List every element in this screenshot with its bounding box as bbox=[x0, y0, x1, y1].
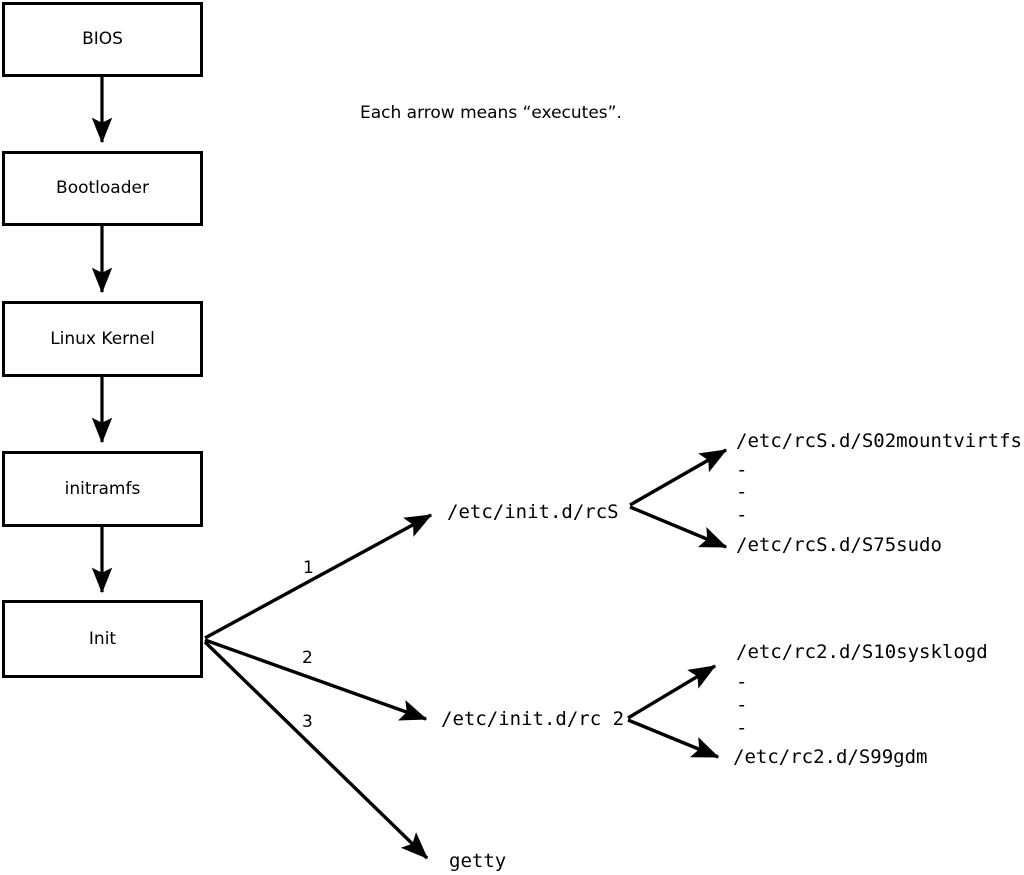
rcs-script-first[interactable]: /etc/rcS.d/S02mountvirtfs bbox=[736, 430, 1022, 452]
node-initramfs[interactable]: initramfs bbox=[2, 451, 203, 527]
node-linux-kernel-label: Linux Kernel bbox=[50, 328, 155, 349]
arrow-init-to-rcs bbox=[204, 513, 433, 640]
arrow-rcs-to-first-script bbox=[629, 448, 728, 507]
target-rcs-label[interactable]: /etc/init.d/rcS bbox=[447, 501, 619, 523]
arrow-init-to-rc2 bbox=[204, 638, 428, 721]
node-bios-label: BIOS bbox=[82, 29, 123, 49]
branch-number-3: 3 bbox=[302, 712, 313, 732]
target-rc2-label[interactable]: /etc/init.d/rc 2 bbox=[441, 708, 625, 730]
rc2-ellipsis-dash-3: - bbox=[736, 717, 748, 739]
node-init[interactable]: Init bbox=[2, 600, 203, 678]
arrow-rcs-to-last-script bbox=[629, 505, 728, 549]
node-init-label: Init bbox=[88, 628, 117, 649]
rc2-script-first[interactable]: /etc/rc2.d/S10sysklogd bbox=[736, 641, 988, 663]
arrow-rc2-to-last-script bbox=[627, 718, 720, 759]
node-initramfs-label: initramfs bbox=[64, 478, 141, 499]
branch-number-2: 2 bbox=[302, 648, 313, 668]
node-linux-kernel[interactable]: Linux Kernel bbox=[2, 301, 203, 377]
arrow-init-to-getty bbox=[203, 640, 429, 860]
node-bios[interactable]: BIOS bbox=[2, 2, 203, 77]
branch-number-1: 1 bbox=[303, 558, 314, 578]
arrow-rc2-to-first-script bbox=[627, 664, 717, 720]
rc2-ellipsis-dash-2: - bbox=[736, 694, 748, 716]
legend-note: Each arrow means “executes”. bbox=[360, 103, 622, 123]
node-bootloader-label: Bootloader bbox=[56, 178, 149, 198]
rcs-ellipsis-dash-1: - bbox=[736, 459, 748, 481]
rcs-ellipsis-dash-3: - bbox=[736, 504, 748, 526]
rcs-script-last[interactable]: /etc/rcS.d/S75sudo bbox=[736, 534, 942, 556]
rcs-ellipsis-dash-2: - bbox=[736, 481, 748, 503]
rc2-script-last[interactable]: /etc/rc2.d/S99gdm bbox=[733, 746, 928, 768]
node-bootloader[interactable]: Bootloader bbox=[2, 151, 203, 226]
target-getty-label[interactable]: getty bbox=[449, 850, 507, 872]
rc2-ellipsis-dash-1: - bbox=[736, 671, 748, 693]
